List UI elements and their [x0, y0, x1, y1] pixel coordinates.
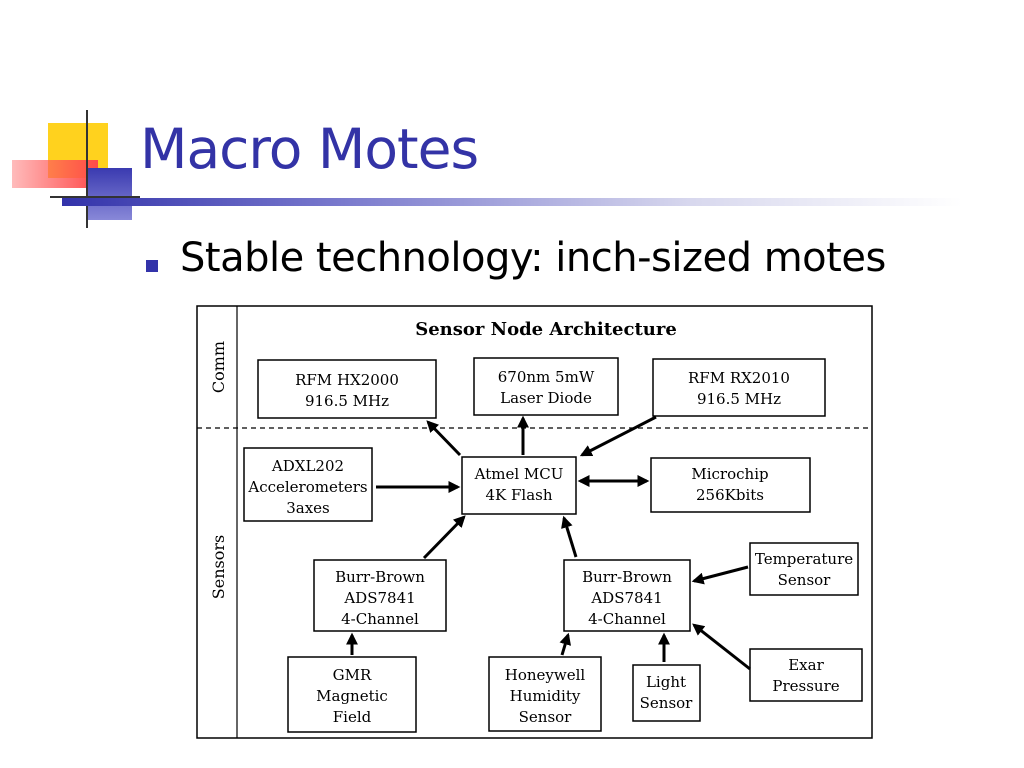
bullet-text: Stable technology: inch-sized motes — [180, 235, 886, 281]
svg-text:RFM HX2000: RFM HX2000 — [295, 371, 399, 389]
section-label-sensors: Sensors — [209, 535, 228, 599]
svg-text:GMR: GMR — [333, 666, 372, 684]
deco-horizontal-line — [50, 196, 140, 198]
arrow-adc-left-to-mcu — [422, 515, 466, 560]
svg-text:4K Flash: 4K Flash — [485, 486, 552, 504]
svg-text:Burr-Brown: Burr-Brown — [582, 568, 672, 586]
svg-text:3axes: 3axes — [286, 499, 330, 517]
svg-text:4-Channel: 4-Channel — [341, 610, 419, 628]
svg-text:916.5 MHz: 916.5 MHz — [697, 390, 781, 408]
deco-red-bar — [12, 160, 98, 188]
title-underline — [62, 198, 962, 206]
svg-text:670nm 5mW: 670nm 5mW — [498, 368, 595, 386]
node-rfm-hx2000: RFM HX2000 916.5 MHz — [257, 359, 437, 419]
node-pressure-sensor: Exar Pressure — [749, 648, 863, 702]
svg-text:Sensor: Sensor — [640, 694, 694, 712]
svg-text:RFM RX2010: RFM RX2010 — [688, 369, 790, 387]
node-adc-right: Burr-Brown ADS7841 4-Channel — [563, 559, 691, 632]
slide-title: Macro Motes — [140, 117, 479, 181]
arrow-adc-right-to-mcu — [561, 515, 578, 558]
svg-text:Microchip: Microchip — [691, 465, 768, 483]
node-humidity-sensor: Honeywell Humidity Sensor — [488, 656, 602, 732]
svg-text:4-Channel: 4-Channel — [588, 610, 666, 628]
node-laser-diode: 670nm 5mW Laser Diode — [473, 357, 619, 416]
section-label-comm: Comm — [209, 341, 228, 393]
node-rfm-rx2010: RFM RX2010 916.5 MHz — [652, 358, 826, 417]
deco-vertical-line — [86, 110, 88, 228]
svg-text:Pressure: Pressure — [772, 677, 839, 695]
svg-text:256Kbits: 256Kbits — [696, 486, 764, 504]
node-adc-left: Burr-Brown ADS7841 4-Channel — [313, 559, 447, 632]
svg-text:Accelerometers: Accelerometers — [247, 478, 367, 496]
svg-text:ADXL202: ADXL202 — [271, 457, 344, 475]
node-light-sensor: Light Sensor — [632, 664, 701, 722]
svg-text:Burr-Brown: Burr-Brown — [335, 568, 425, 586]
svg-text:Temperature: Temperature — [755, 550, 853, 568]
svg-text:Exar: Exar — [788, 656, 824, 674]
node-gmr: GMR Magnetic Field — [287, 656, 417, 733]
deco-blue-square — [86, 168, 132, 220]
node-atmel-mcu: Atmel MCU 4K Flash — [461, 456, 577, 515]
svg-text:ADS7841: ADS7841 — [343, 589, 415, 607]
diagram-title: Sensor Node Architecture — [415, 319, 677, 340]
sensor-node-diagram: Comm Sensors Sensor Node Architecture RF… — [196, 305, 873, 739]
svg-text:Sensor: Sensor — [778, 571, 832, 589]
svg-text:Laser Diode: Laser Diode — [500, 389, 592, 407]
svg-text:Atmel MCU: Atmel MCU — [474, 465, 564, 483]
svg-text:Field: Field — [333, 708, 372, 726]
svg-text:916.5 MHz: 916.5 MHz — [305, 392, 389, 410]
arrow-humidity-to-adc-right — [559, 632, 571, 656]
node-microchip: Microchip 256Kbits — [650, 457, 811, 513]
node-temperature-sensor: Temperature Sensor — [749, 542, 859, 596]
svg-text:Honeywell: Honeywell — [505, 666, 586, 684]
svg-text:Magnetic: Magnetic — [316, 687, 388, 705]
svg-text:Humidity: Humidity — [510, 687, 581, 705]
arrow-rx2010-to-mcu — [579, 415, 657, 457]
node-adxl202: ADXL202 Accelerometers 3axes — [243, 447, 373, 522]
arrow-mcu-to-hx2000 — [426, 420, 462, 457]
svg-text:ADS7841: ADS7841 — [590, 589, 662, 607]
svg-text:Light: Light — [646, 673, 686, 691]
bullet-marker — [146, 260, 158, 272]
arrow-temperature-to-adc-right — [691, 565, 749, 585]
arrow-pressure-to-adc-right — [692, 623, 751, 671]
svg-text:Sensor: Sensor — [519, 708, 573, 726]
